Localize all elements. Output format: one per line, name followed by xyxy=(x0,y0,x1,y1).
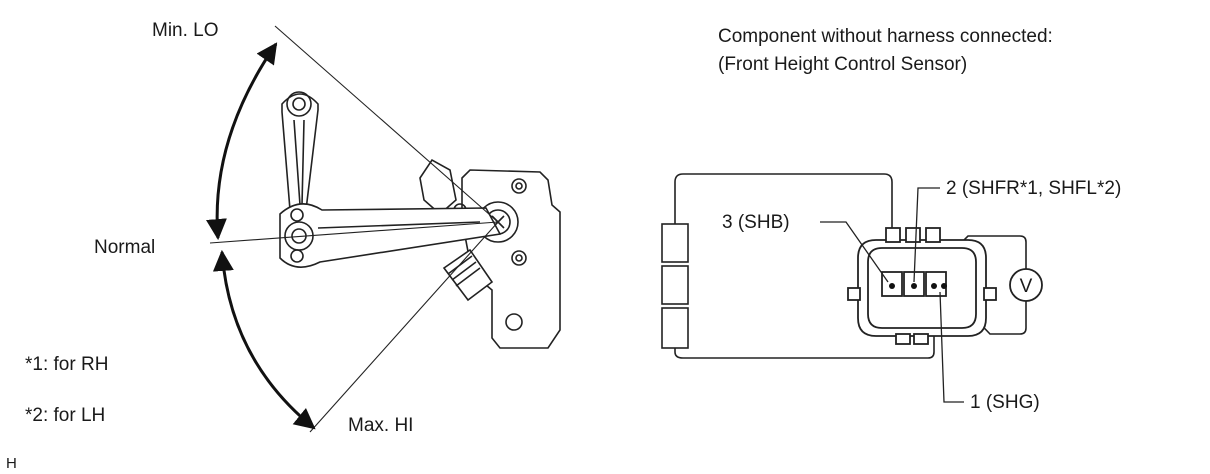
note-rh: *1: for RH xyxy=(25,354,108,375)
voltmeter-icon: V xyxy=(1009,268,1043,302)
min-lo-label: Min. LO xyxy=(152,20,219,41)
connector-pins xyxy=(889,283,947,289)
note-lh: *2: for LH xyxy=(25,405,105,426)
pin-1-label: 1 (SHG) xyxy=(970,392,1040,413)
height-control-sensor-drawing xyxy=(279,91,561,349)
battery-icon xyxy=(661,223,689,349)
pin-leaders xyxy=(820,187,964,403)
normal-label: Normal xyxy=(94,237,155,258)
swing-arrows xyxy=(206,42,316,430)
max-hi-label: Max. HI xyxy=(348,415,413,436)
pin-3-label: 3 (SHB) xyxy=(722,212,790,233)
pin-2-label: 2 (SHFR*1, SHFL*2) xyxy=(946,178,1121,199)
header-line-1: Component without harness connected: xyxy=(718,26,1053,47)
connector-drawing xyxy=(847,227,997,345)
header-line-2: (Front Height Control Sensor) xyxy=(718,54,967,75)
test-wiring xyxy=(674,173,1027,359)
figure-code: H xyxy=(6,455,17,472)
voltmeter-label: V xyxy=(1020,276,1033,297)
